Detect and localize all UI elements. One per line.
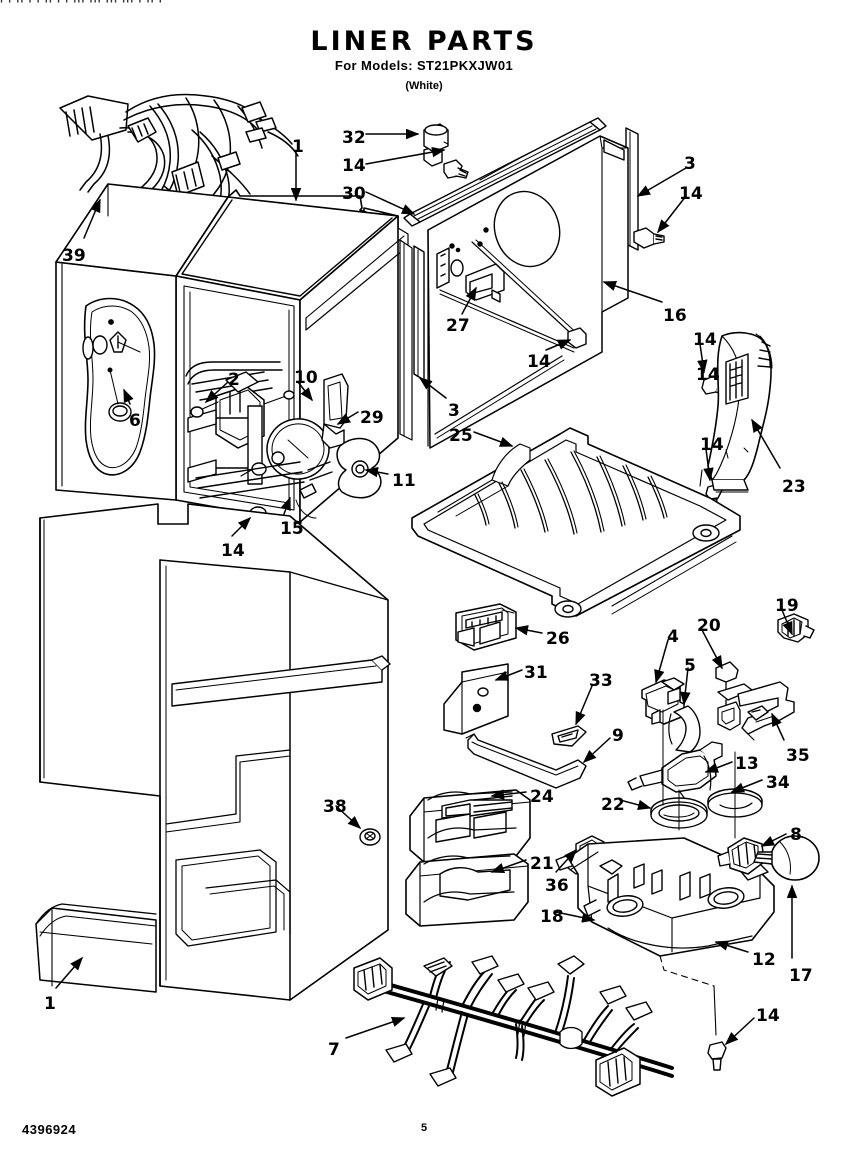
callout-screw-14: 14 bbox=[700, 435, 724, 455]
air-duct-art bbox=[707, 331, 773, 493]
callout-screw-14: 14 bbox=[679, 184, 703, 204]
callout-cover-panel-21: 21 bbox=[530, 854, 554, 874]
callout-bushing-4: 4 bbox=[667, 627, 679, 647]
callout-evaporator-cover-2: 2 bbox=[228, 370, 240, 390]
cabinet-upper-art bbox=[55, 183, 413, 523]
callout-gasket-ring-22: 22 bbox=[601, 795, 625, 815]
leader-lines bbox=[55, 128, 798, 1046]
lamp-socket-art bbox=[717, 837, 765, 875]
callout-rail-3: 3 bbox=[684, 154, 696, 174]
bracket-art bbox=[567, 835, 605, 875]
footer-page-number: 5 bbox=[420, 1122, 428, 1134]
callout-fan-blade-11: 11 bbox=[392, 471, 416, 491]
model-subtitle: For Models: ST21PKXJW01 bbox=[334, 58, 514, 73]
light-bulb-art bbox=[753, 835, 820, 881]
cabinet-lower-art bbox=[35, 503, 391, 1001]
callout-rail-3: 3 bbox=[448, 401, 460, 421]
callout-hinge-bracket-6: 6 bbox=[129, 411, 141, 431]
callout-air-duct-23: 23 bbox=[782, 477, 806, 497]
callout-cap-plug-32: 32 bbox=[342, 128, 366, 148]
rail-art bbox=[413, 127, 639, 381]
callout-seal-ring-34: 34 bbox=[766, 773, 790, 793]
callout-terminal-block-27: 27 bbox=[446, 316, 470, 336]
callout-screw-14: 14 bbox=[756, 1006, 780, 1026]
callout-rear-panel-16: 16 bbox=[663, 306, 687, 326]
callout-screw-14: 14 bbox=[696, 365, 720, 385]
callout-control-box-24: 24 bbox=[530, 787, 554, 807]
callout-baffle-plate-31: 31 bbox=[524, 663, 548, 683]
thermostat-housing-art bbox=[455, 603, 517, 651]
callout-screw-14: 14 bbox=[527, 352, 551, 372]
callout-support-rod-9: 9 bbox=[612, 726, 624, 746]
light-housing-art bbox=[555, 837, 775, 1036]
cap-plug-art bbox=[423, 123, 449, 153]
page-title: LINER PARTS bbox=[310, 26, 538, 57]
callout-trim-breaker-30: 30 bbox=[342, 184, 366, 204]
callout-cabinet-liner-lower-1: 1 bbox=[44, 994, 56, 1014]
callout-fan-motor-10: 10 bbox=[294, 368, 318, 388]
hinge-bracket-art bbox=[82, 297, 156, 476]
callout-screw-14: 14 bbox=[221, 541, 245, 561]
callout-bracket-36: 36 bbox=[545, 876, 569, 896]
callout-damper-lever-20: 20 bbox=[697, 616, 721, 636]
screw-art bbox=[423, 145, 733, 1071]
callout-seal-strip-18: 18 bbox=[540, 907, 564, 927]
callout-grommet-15: 15 bbox=[280, 519, 304, 539]
callout-clip-retainer-19: 19 bbox=[775, 596, 799, 616]
control-box-art bbox=[405, 789, 531, 927]
evaporator-fan-assembly-art bbox=[185, 361, 382, 533]
scan-artifact-text: | | || | | || | | ||| ||| ||| ||| | || | bbox=[0, 0, 163, 3]
callout-retainer-33: 33 bbox=[589, 671, 613, 691]
damper-assembly-art bbox=[627, 613, 815, 839]
callout-clip-29: 29 bbox=[360, 408, 384, 428]
callout-link-arm-35: 35 bbox=[786, 746, 810, 766]
callout-wire-harness-upper-39: 39 bbox=[62, 246, 86, 266]
footer-part-number: 4396924 bbox=[22, 1122, 77, 1137]
callout-screw-14: 14 bbox=[342, 156, 366, 176]
callout-damper-control-13: 13 bbox=[735, 754, 759, 774]
support-rod-art bbox=[465, 733, 587, 789]
trim-breaker-art bbox=[403, 117, 607, 227]
wire-harness-lower-art bbox=[353, 955, 674, 1097]
callout-wire-harness-lower-7: 7 bbox=[328, 1040, 340, 1060]
scan-artifact: | | || | | || | | ||| ||| ||| ||| | || | bbox=[0, 0, 848, 10]
color-note: (White) bbox=[405, 80, 443, 92]
callout-light-bulb-17: 17 bbox=[789, 966, 813, 986]
wire-harness-upper-art bbox=[59, 93, 299, 255]
callout-cabinet-liner-upper-1: 1 bbox=[292, 137, 304, 157]
callout-thermostat-housing-26: 26 bbox=[546, 629, 570, 649]
callout-light-housing-12: 12 bbox=[752, 950, 776, 970]
callout-lamp-socket-8: 8 bbox=[790, 825, 802, 845]
callout-plug-button-38: 38 bbox=[323, 797, 347, 817]
baffle-plate-art bbox=[443, 663, 509, 735]
retainer-art bbox=[551, 725, 587, 747]
drain-pan-art bbox=[411, 427, 741, 618]
seal-strip-art bbox=[595, 911, 623, 927]
callout-spring-clip-5: 5 bbox=[684, 656, 696, 676]
callout-screw-14: 14 bbox=[693, 330, 717, 350]
callout-drain-pan-25: 25 bbox=[449, 426, 473, 446]
